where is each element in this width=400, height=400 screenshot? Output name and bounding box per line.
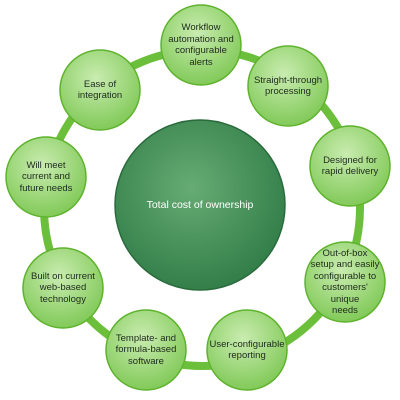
- node-circle-future-needs: [5, 136, 87, 218]
- node-label-web-based: Built on current web-based technology: [31, 270, 95, 305]
- node-label-integration: Ease of integration: [77, 78, 123, 102]
- node-circle-straight-through: [247, 45, 329, 127]
- node-label-rapid-delivery: Designed for rapid delivery: [321, 154, 379, 178]
- node-circle-out-of-box: [304, 241, 386, 323]
- node-circle-user-configurable: [206, 309, 288, 391]
- node-label-workflow: Workflow automation and configurable ale…: [168, 22, 234, 68]
- node-circle-rapid-delivery: [309, 125, 391, 207]
- node-label-user-configurable: User-configurable reporting: [209, 338, 285, 362]
- node-label-template-formula: Template- and formula-based software: [115, 332, 177, 367]
- node-circle-workflow: [160, 4, 242, 86]
- node-label-out-of-box: Out-of-box setup and easily configurable…: [310, 247, 380, 317]
- node-label-straight-through: Straight-through processing: [253, 74, 323, 98]
- node-circle-web-based: [22, 247, 104, 329]
- node-label-future-needs: Will meet current and future needs: [19, 159, 73, 194]
- center-label: Total cost of ownership: [146, 198, 254, 211]
- center-circle: [114, 119, 286, 291]
- node-circle-integration: [59, 49, 141, 131]
- node-circle-template-formula: [105, 309, 187, 391]
